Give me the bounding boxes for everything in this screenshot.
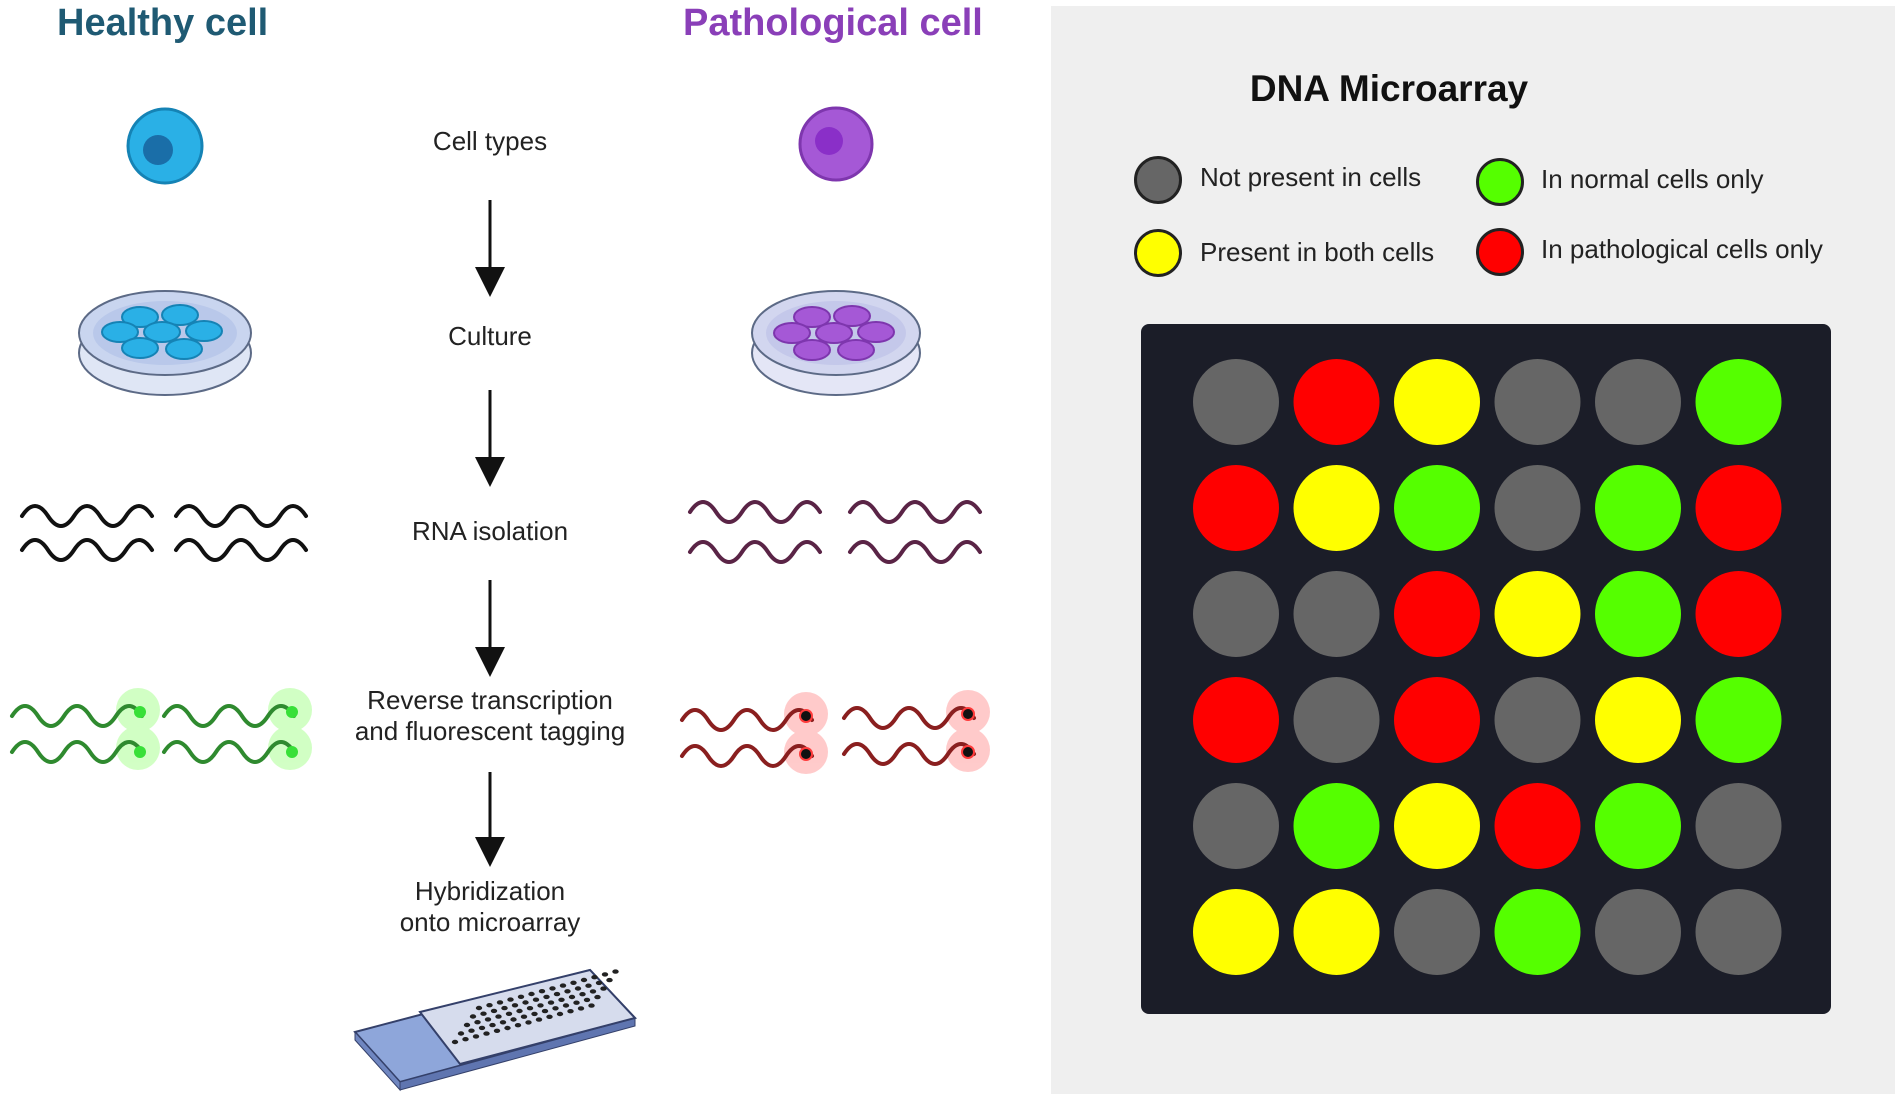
- microarray-spot-r2-c6: [1695, 465, 1782, 551]
- microarray-grid: [1141, 324, 1831, 1014]
- microarray-spot-r2-c3: [1394, 465, 1480, 551]
- legend-label-pathological-only: In pathological cells only: [1541, 234, 1823, 264]
- microarray-spot-r5-c2: [1293, 783, 1380, 869]
- step-rna-isolation: RNA isolation: [411, 516, 569, 546]
- step-hybridization: Hybridization onto microarray: [399, 876, 581, 937]
- microarray-title: DNA Microarray: [1249, 68, 1529, 109]
- step-arrows: [475, 200, 505, 867]
- microarray-spot-r6-c2: [1293, 889, 1380, 975]
- healthy-cell-title: Healthy cell: [57, 2, 269, 44]
- microarray-spot-r5-c5: [1595, 783, 1681, 869]
- microarray-spot-r1-c1: [1193, 359, 1279, 445]
- pathological-culture-dish-icon: [751, 290, 921, 396]
- microarray-spot-r6-c6: [1695, 889, 1782, 975]
- pathological-rna-icon: [688, 500, 982, 564]
- microarray-spot-r2-c4: [1494, 465, 1581, 551]
- step-reverse-transcription: Reverse transcription and fluorescent ta…: [354, 685, 626, 746]
- microarray-spot-r4-c6: [1695, 677, 1782, 763]
- microarray-spot-r5-c6: [1695, 783, 1782, 869]
- legend-dot-normal-only: [1476, 158, 1524, 206]
- microarray-spot-r1-c5: [1595, 359, 1681, 445]
- microarray-spot-r3-c1: [1193, 571, 1279, 657]
- microarray-spot-r4-c3: [1394, 677, 1480, 763]
- pathological-cell-title: Pathological cell: [683, 2, 983, 44]
- microarray-spot-r2-c2: [1293, 465, 1380, 551]
- step-cell-types: Cell types: [432, 126, 548, 156]
- microarray-spot-r1-c3: [1394, 359, 1480, 445]
- microarray-panel: DNA Microarray Not present in cells In n…: [1051, 6, 1895, 1094]
- microarray-spot-r6-c1: [1193, 889, 1279, 975]
- legend-label-both: Present in both cells: [1200, 237, 1435, 267]
- microarray-spot-r4-c2: [1293, 677, 1380, 763]
- microarray-spot-r6-c4: [1494, 889, 1581, 975]
- legend-dot-not-present: [1134, 156, 1182, 204]
- microarray-spot-r1-c4: [1494, 359, 1581, 445]
- microarray-spot-r2-c5: [1595, 465, 1681, 551]
- legend-label-normal-only: In normal cells only: [1541, 164, 1764, 194]
- microarray-spot-r1-c2: [1293, 359, 1380, 445]
- microarray-spot-r3-c4: [1494, 571, 1581, 657]
- microarray-spot-r4-c5: [1595, 677, 1681, 763]
- microarray-spot-r4-c4: [1494, 677, 1581, 763]
- legend-dot-both: [1134, 229, 1182, 277]
- microarray-slide-icon: [353, 968, 637, 1092]
- microarray-spot-r4-c1: [1193, 677, 1279, 763]
- healthy-culture-dish-icon: [78, 290, 252, 396]
- legend-dot-pathological-only: [1476, 228, 1524, 276]
- cell-illustrations: [10, 106, 990, 1092]
- workflow-diagram: Healthy cell Pathological cell Cell type…: [10, 2, 990, 1092]
- microarray-spot-r3-c2: [1293, 571, 1380, 657]
- microarray-spot-r6-c3: [1394, 889, 1480, 975]
- microarray-spot-r5-c4: [1494, 783, 1581, 869]
- healthy-tagged-rna-icon: [10, 688, 312, 770]
- pathological-cell-icon: [798, 106, 874, 182]
- microarray-spot-r1-c6: [1695, 359, 1782, 445]
- microarray-spot-r5-c1: [1193, 783, 1279, 869]
- step-culture: Culture: [448, 321, 532, 351]
- microarray-spot-r3-c6: [1695, 571, 1782, 657]
- legend-label-not-present: Not present in cells: [1200, 162, 1422, 192]
- microarray-spot-r3-c5: [1595, 571, 1681, 657]
- healthy-cell-icon: [126, 107, 204, 185]
- pathological-tagged-rna-icon: [680, 690, 990, 774]
- healthy-rna-icon: [20, 504, 308, 562]
- microarray-spot-r6-c5: [1595, 889, 1681, 975]
- microarray-spot-r2-c1: [1193, 465, 1279, 551]
- microarray-spot-r3-c3: [1394, 571, 1480, 657]
- microarray-spot-r5-c3: [1394, 783, 1480, 869]
